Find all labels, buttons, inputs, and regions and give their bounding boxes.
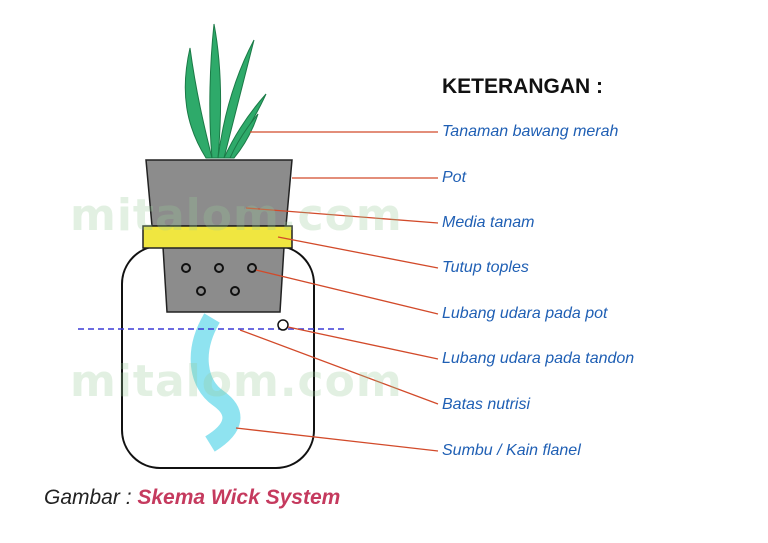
label-nutrient-level: Batas nutrisi — [442, 396, 531, 413]
caption-title: Skema Wick System — [137, 486, 341, 509]
pot-air-hole — [247, 263, 257, 273]
leader-line-pot-hole — [255, 269, 439, 315]
pot-air-hole — [230, 286, 240, 296]
figure-caption: Gambar : Skema Wick System — [44, 486, 340, 510]
leaf — [229, 113, 259, 159]
leaf — [209, 23, 222, 159]
shallot-plant — [184, 23, 267, 159]
label-reservoir-air-hole: Lubang udara pada tandon — [442, 350, 635, 367]
label-pot: Pot — [442, 169, 467, 186]
leader-lines — [235, 131, 439, 452]
pot-air-hole — [214, 263, 224, 273]
pot-air-holes — [181, 263, 257, 296]
label-wick: Sumbu / Kain flanel — [442, 442, 581, 459]
pot-air-hole — [196, 286, 206, 296]
label-growing-media: Media tanam — [442, 214, 535, 231]
label-pot-air-hole: Lubang udara pada pot — [442, 305, 608, 322]
legend-heading: KETERANGAN : — [442, 75, 603, 98]
watermark: mitalom.com — [70, 356, 403, 407]
watermark: mitalom.com — [70, 190, 403, 241]
leader-line-nutrient — [239, 329, 439, 405]
wick-cloth — [190, 313, 241, 452]
leaf — [217, 39, 255, 159]
jar-lid — [142, 225, 293, 249]
leader-line-wick — [235, 427, 439, 452]
pot-air-hole — [181, 263, 191, 273]
leader-line-lid — [277, 236, 439, 269]
leaf — [184, 47, 213, 159]
leader-line-tank-hole — [287, 326, 439, 360]
label-jar-lid: Tutup toples — [442, 259, 529, 276]
pot-lower — [162, 246, 285, 313]
label-plant: Tanaman bawang merah — [442, 123, 619, 140]
leader-line-media — [245, 207, 439, 224]
reservoir-air-hole — [277, 319, 289, 331]
caption-prefix: Gambar : — [44, 486, 138, 509]
